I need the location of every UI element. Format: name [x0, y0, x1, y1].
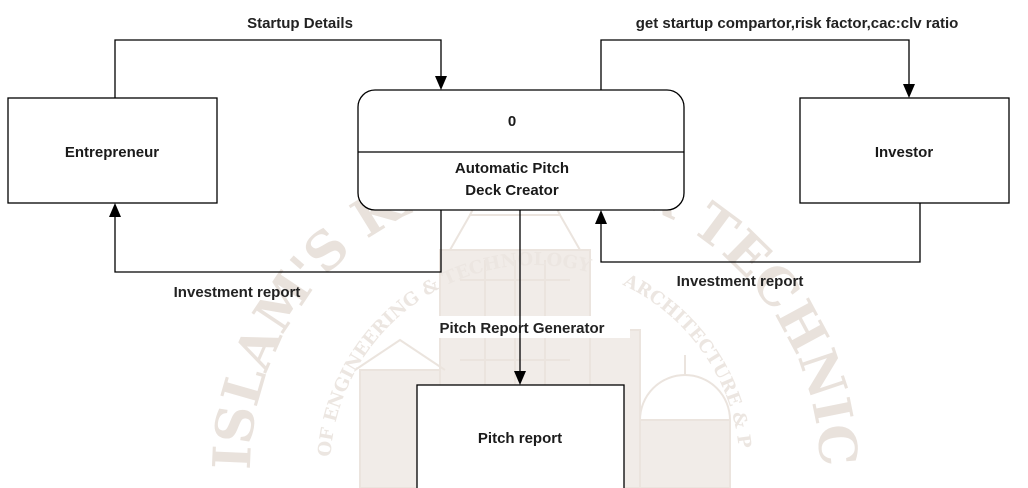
flow-pitch-report-generator: Pitch Report Generator: [410, 210, 630, 385]
data-flow-diagram: Entrepreneur Investor 0 Automatic Pitch …: [7, 15, 1010, 488]
pitch-report-label: Pitch report: [478, 430, 562, 447]
flow-investment-report-left: Investment report: [109, 203, 442, 301]
pitch-report-box[interactable]: Pitch report: [416, 384, 625, 488]
process-name-line2: Deck Creator: [465, 182, 559, 199]
entrepreneur-entity[interactable]: Entrepreneur: [7, 97, 218, 204]
investor-label: Investor: [875, 144, 934, 161]
flow-investment-report-right: Investment report: [595, 203, 921, 290]
investment-report-left-label: Investment report: [174, 284, 301, 301]
entrepreneur-label: Entrepreneur: [65, 144, 159, 161]
get-startup-label: get startup compartor,risk factor,cac:cl…: [636, 15, 959, 32]
process-number: 0: [508, 113, 516, 130]
startup-details-label: Startup Details: [247, 15, 353, 32]
process-name-line1: Automatic Pitch: [455, 160, 569, 177]
pitch-report-generator-label: Pitch Report Generator: [439, 320, 604, 337]
flow-get-startup: get startup compartor,risk factor,cac:cl…: [600, 15, 959, 98]
investor-entity[interactable]: Investor: [799, 97, 1010, 204]
process-box[interactable]: 0 Automatic Pitch Deck Creator: [357, 89, 685, 211]
flow-startup-details: Startup Details: [114, 15, 447, 98]
investment-report-right-label: Investment report: [677, 273, 804, 290]
